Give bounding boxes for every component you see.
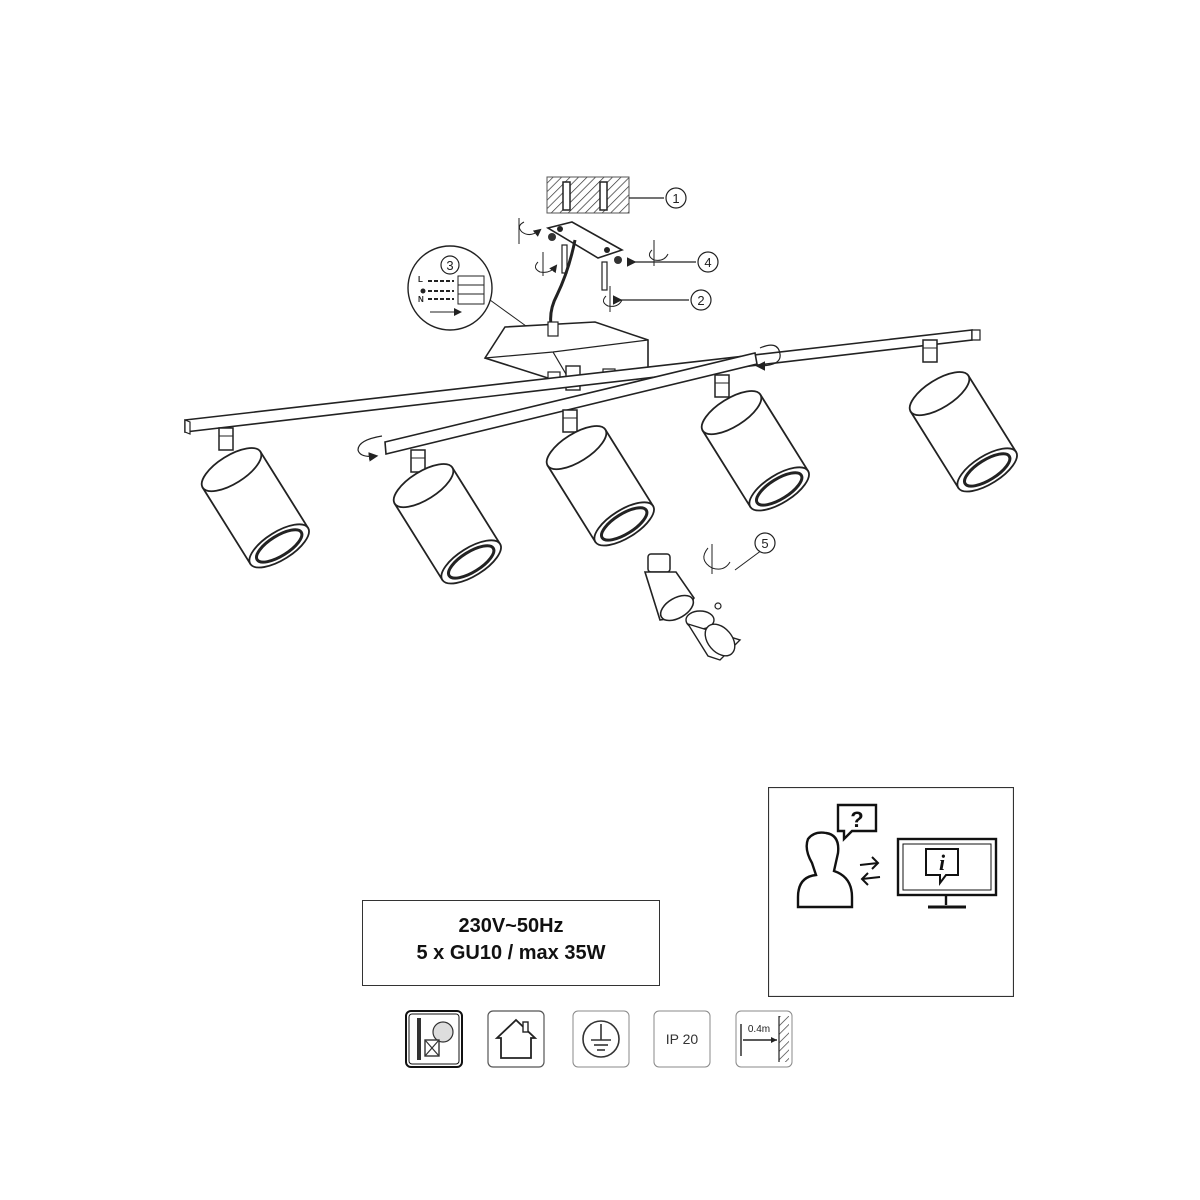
arm-long <box>184 329 981 435</box>
retaining-ring <box>685 602 742 661</box>
svg-text:?: ? <box>850 807 863 832</box>
voltage-label: 230V~50Hz <box>458 915 564 937</box>
gu10-bulb <box>643 544 763 622</box>
callout-2: 2 <box>690 289 712 311</box>
spotlight-4 <box>700 374 810 512</box>
ip-rating-icon: IP 20 <box>653 1010 711 1068</box>
support-info-box: ? i <box>768 787 1014 997</box>
ceiling-anchors <box>546 176 664 214</box>
svg-text:5: 5 <box>761 536 768 551</box>
spotlights <box>200 339 1018 585</box>
indoor-house-icon <box>487 1010 545 1068</box>
spotlight-5 <box>908 339 1018 493</box>
arm-short <box>357 344 781 462</box>
monitor-info-icon: i <box>896 837 998 909</box>
question-bubble-icon: ? <box>836 803 878 842</box>
ip-rating-label: IP 20 <box>665 1031 699 1047</box>
wiring-detail: L N <box>407 245 527 331</box>
bulb-rating-label: 5 x GU10 / max 35W <box>416 942 606 964</box>
mounting-bracket <box>518 218 696 326</box>
svg-text:N: N <box>418 295 424 304</box>
spotlight-1 <box>200 427 310 569</box>
svg-text:i: i <box>939 850 946 875</box>
callout-5: 5 <box>754 532 776 554</box>
svg-text:4: 4 <box>704 255 711 270</box>
callout-1: 1 <box>665 187 687 209</box>
spotlight-3 <box>545 409 655 547</box>
no-dimmer-bulb-icon <box>405 1010 463 1068</box>
svg-text:3: 3 <box>446 258 453 273</box>
svg-text:1: 1 <box>672 191 679 206</box>
callout-4: 4 <box>697 251 719 273</box>
svg-text:2: 2 <box>697 293 704 308</box>
person-icon <box>796 831 854 909</box>
svg-text:L: L <box>418 275 423 284</box>
min-distance-label: 0.4m <box>748 1024 770 1035</box>
spotlight-2 <box>392 449 502 585</box>
callout-3: 3 <box>440 255 460 275</box>
min-distance-icon: 0.4m <box>735 1010 793 1068</box>
exchange-arrows-icon <box>859 856 881 886</box>
canopy <box>483 321 649 391</box>
electrical-spec-box: 230V~50Hz 5 x GU10 / max 35W <box>362 900 660 986</box>
protective-earth-icon <box>572 1010 630 1068</box>
